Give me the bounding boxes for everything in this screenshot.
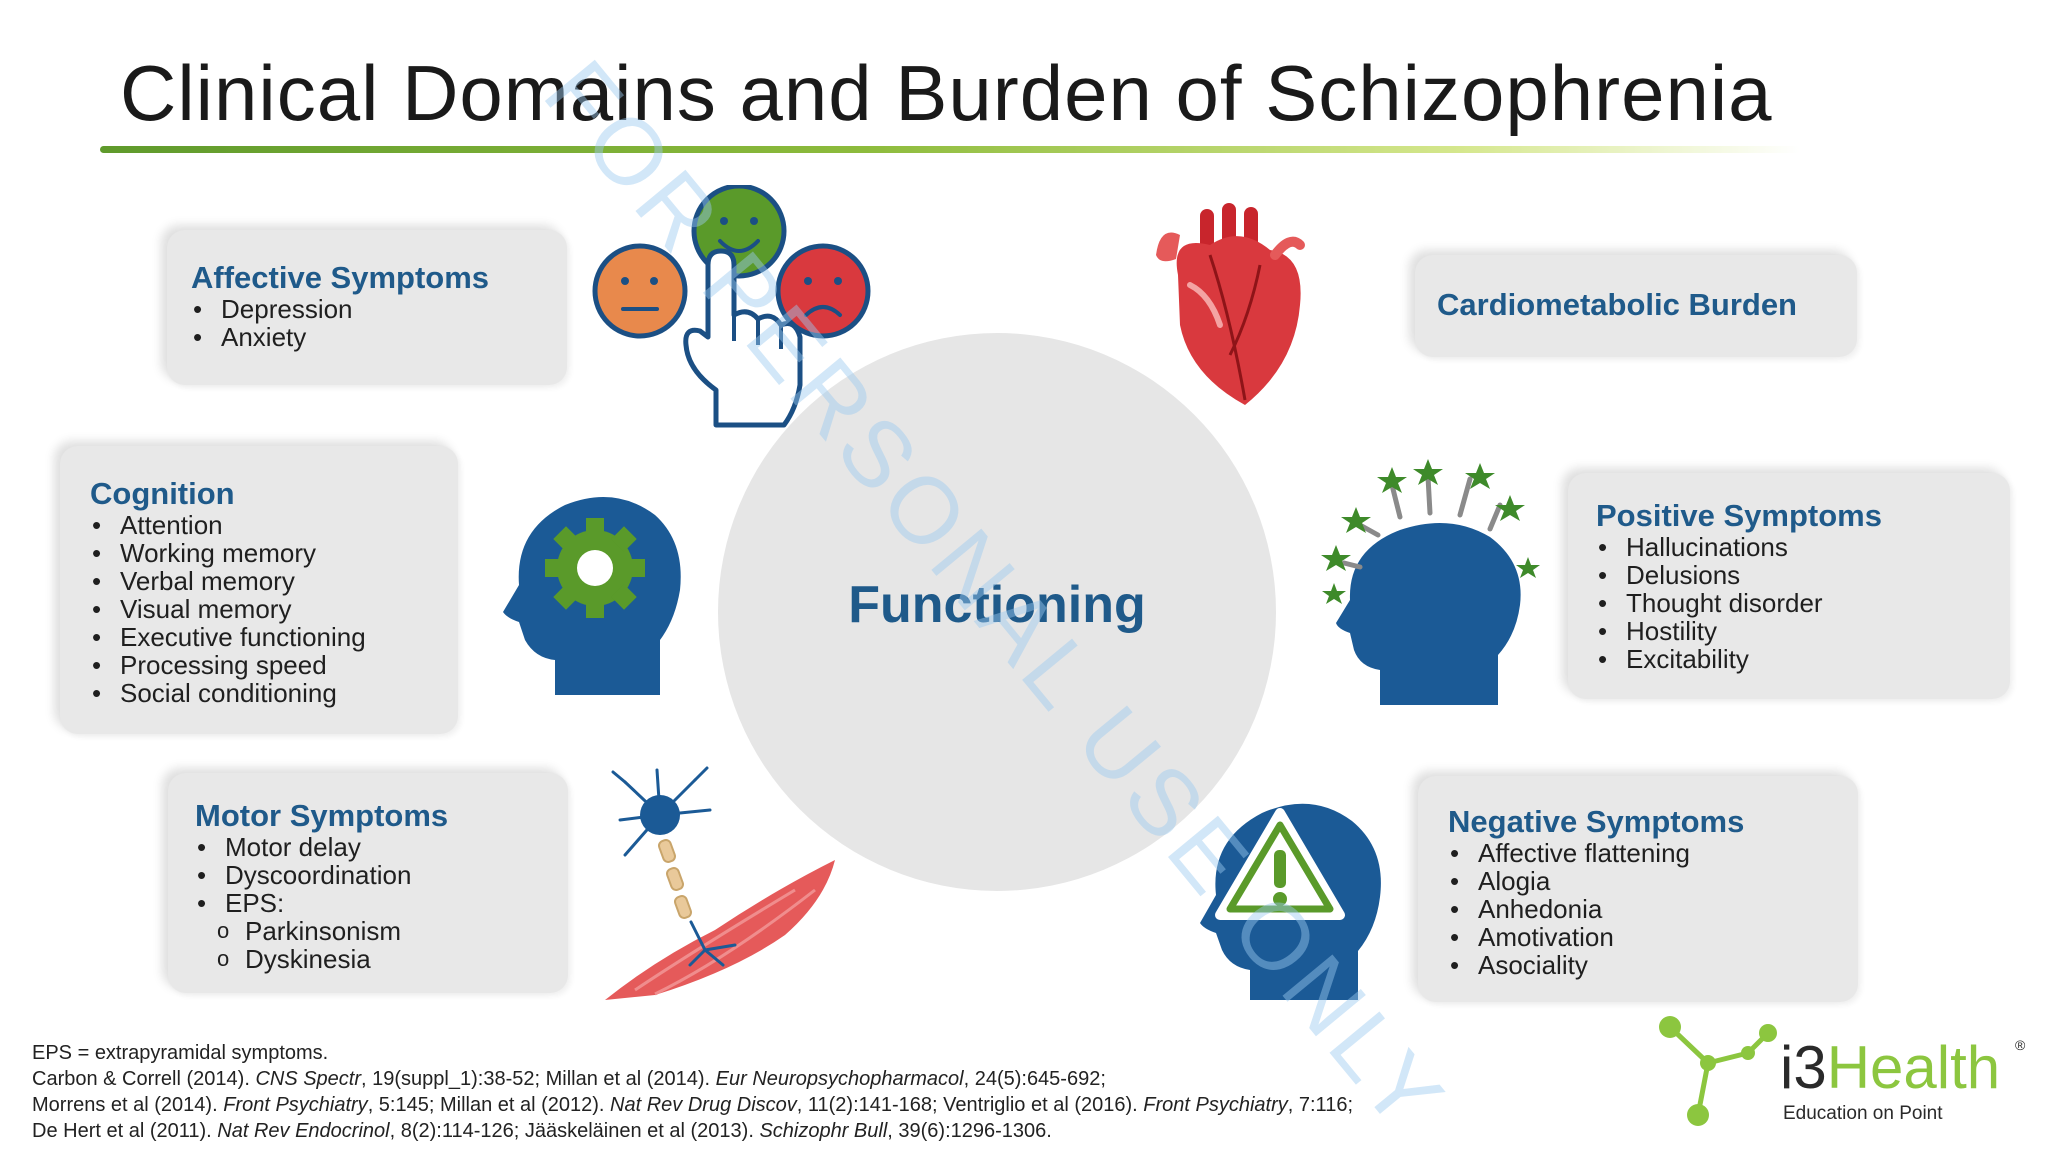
i3health-logo: i3Health ® Education on Point bbox=[1659, 1016, 2026, 1126]
card-title: Negative Symptoms bbox=[1448, 804, 1745, 839]
card-title: Cardiometabolic Burden bbox=[1437, 287, 1797, 322]
page-title: Clinical Domains and Burden of Schizophr… bbox=[120, 49, 1773, 137]
list-item: Executive functioning bbox=[90, 623, 366, 651]
list-item: Anhedonia bbox=[1448, 895, 1744, 923]
list-item: Verbal memory bbox=[90, 567, 366, 595]
card-list: Motor delay Dyscoordination EPS: Parkins… bbox=[195, 833, 448, 973]
reference-line: Carbon & Correll (2014). CNS Spectr, 19(… bbox=[32, 1068, 1106, 1090]
title-underline bbox=[100, 146, 1800, 153]
card-list: Depression Anxiety bbox=[191, 295, 489, 351]
list-item: Motor delay bbox=[195, 833, 448, 861]
affective-symptoms-card: Affective Symptoms Depression Anxiety bbox=[167, 230, 567, 385]
card-list: Affective flattening Alogia Anhedonia Am… bbox=[1448, 839, 1744, 979]
list-item: Processing speed bbox=[90, 651, 366, 679]
list-item: Alogia bbox=[1448, 867, 1744, 895]
positive-symptoms-card: Positive Symptoms Hallucinations Delusio… bbox=[1568, 473, 2010, 699]
head-stars-icon bbox=[1321, 459, 1540, 705]
heart-icon bbox=[1156, 203, 1305, 405]
functioning-circle bbox=[718, 333, 1276, 891]
registered-mark: ® bbox=[2015, 1037, 2026, 1053]
card-list: Attention Working memory Verbal memory V… bbox=[90, 511, 366, 707]
card-title: Affective Symptoms bbox=[191, 260, 490, 295]
cognition-card: Cognition Attention Working memory Verba… bbox=[60, 446, 458, 734]
motor-symptoms-card: Motor Symptoms Motor delay Dyscoordinati… bbox=[168, 773, 568, 993]
card-list: Hallucinations Delusions Thought disorde… bbox=[1596, 533, 1882, 673]
logo-wordmark: i3Health bbox=[1780, 1034, 2000, 1101]
list-item: Dyscoordination bbox=[195, 861, 448, 889]
list-item: Asociality bbox=[1448, 951, 1744, 979]
references: EPS = extrapyramidal symptoms. Carbon & … bbox=[32, 1040, 1353, 1144]
list-item: Anxiety bbox=[191, 323, 489, 351]
list-item: EPS: bbox=[195, 889, 448, 917]
list-item: Affective flattening bbox=[1448, 839, 1744, 867]
logo-tagline: Education on Point bbox=[1783, 1103, 1943, 1124]
list-item: Attention bbox=[90, 511, 366, 539]
neuron-muscle-icon bbox=[605, 766, 835, 1000]
list-item: Amotivation bbox=[1448, 923, 1744, 951]
cardiometabolic-card: Cardiometabolic Burden bbox=[1415, 255, 1857, 357]
card-title: Cognition bbox=[90, 476, 235, 511]
list-item: Thought disorder bbox=[1596, 589, 1882, 617]
list-item: Social conditioning bbox=[90, 679, 366, 707]
sub-list-item: Dyskinesia bbox=[195, 945, 448, 973]
negative-symptoms-card: Negative Symptoms Affective flattening A… bbox=[1418, 776, 1858, 1002]
head-warning-icon bbox=[1200, 803, 1381, 1000]
reference-line: De Hert et al (2011). Nat Rev Endocrinol… bbox=[32, 1120, 1052, 1142]
list-item: Excitability bbox=[1596, 645, 1882, 673]
list-item: Hallucinations bbox=[1596, 533, 1882, 561]
list-item: Working memory bbox=[90, 539, 366, 567]
list-item: Delusions bbox=[1596, 561, 1882, 589]
sub-list-item: Parkinsonism bbox=[195, 917, 448, 945]
card-title: Motor Symptoms bbox=[195, 798, 449, 833]
functioning-label: Functioning bbox=[848, 576, 1146, 634]
reference-line: Morrens et al (2014). Front Psychiatry, … bbox=[32, 1094, 1353, 1116]
list-item: Hostility bbox=[1596, 617, 1882, 645]
abbreviation-note: EPS = extrapyramidal symptoms. bbox=[32, 1042, 329, 1064]
head-gear-icon bbox=[503, 497, 681, 695]
mood-faces-hand-icon bbox=[592, 185, 871, 428]
list-item: Depression bbox=[191, 295, 489, 323]
card-title: Positive Symptoms bbox=[1596, 498, 1882, 533]
list-item: Visual memory bbox=[90, 595, 366, 623]
